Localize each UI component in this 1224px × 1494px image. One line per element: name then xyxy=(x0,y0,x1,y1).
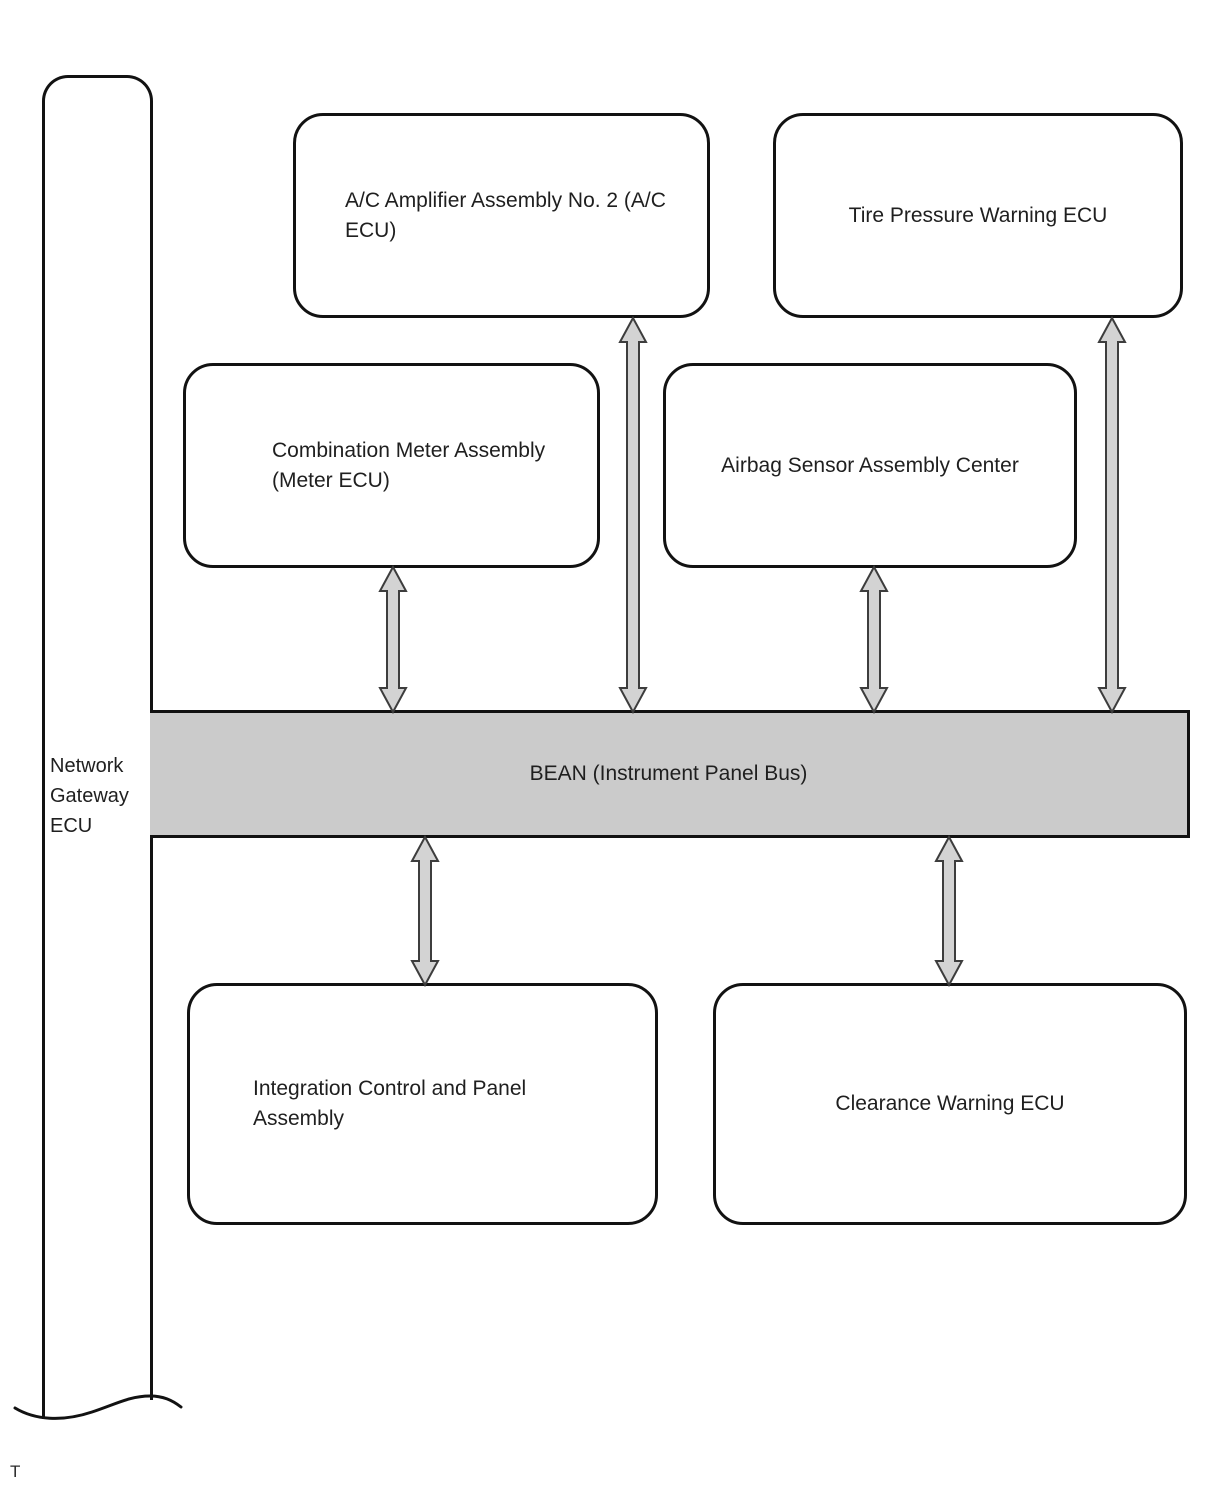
double-arrow-icon-airbag-sensor-assembly-center xyxy=(859,564,889,715)
double-arrow-icon-tire-pressure-warning-ecu xyxy=(1097,315,1127,715)
node-label: Clearance Warning ECU xyxy=(835,1092,1065,1115)
bean-bus-bar: BEAN (Instrument Panel Bus) xyxy=(150,710,1190,838)
node-airbag-sensor-assembly-center: Airbag Sensor Assembly Center xyxy=(663,363,1077,568)
node-label: A/C Amplifier Assembly No. 2 (A/C ECU) xyxy=(345,188,666,242)
double-arrow-icon-integration-control-panel xyxy=(410,834,440,988)
node-label: Tire Pressure Warning ECU xyxy=(848,203,1108,227)
network-gateway-ecu-label: Network Gateway ECU xyxy=(50,755,129,837)
node-label: Combination Meter Assembly (Meter ECU) xyxy=(272,438,546,492)
node-label: Integration Control and Panel Assembly xyxy=(253,1077,527,1130)
node-clearance-warning-ecu: Clearance Warning ECU xyxy=(713,983,1187,1225)
bean-bus-label: BEAN (Instrument Panel Bus) xyxy=(529,762,808,785)
double-arrow-icon-clearance-warning-ecu xyxy=(934,834,964,988)
node-label: Airbag Sensor Assembly Center xyxy=(721,453,1019,477)
double-arrow-icon-combination-meter-ecu xyxy=(378,564,408,715)
double-arrow-icon-ac-amplifier-ecu xyxy=(618,315,648,715)
node-combination-meter-ecu: Combination Meter Assembly (Meter ECU) xyxy=(183,363,600,568)
footnote-text: T xyxy=(10,1462,21,1481)
network-gateway-ecu-node xyxy=(42,75,153,1400)
node-integration-control-panel: Integration Control and Panel Assembly xyxy=(187,983,658,1225)
node-ac-amplifier-ecu: A/C Amplifier Assembly No. 2 (A/C ECU) xyxy=(293,113,710,318)
node-tire-pressure-warning-ecu: Tire Pressure Warning ECU xyxy=(773,113,1183,318)
